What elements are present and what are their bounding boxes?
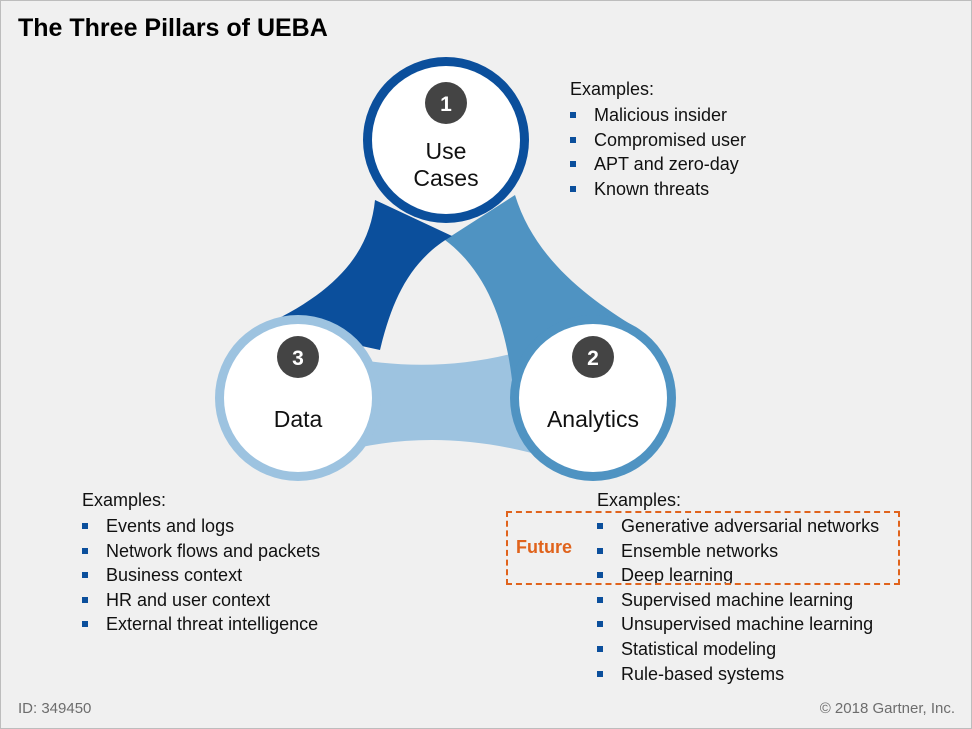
future-label: Future — [516, 537, 572, 557]
analytics-examples: Examples: Generative adversarial network… — [597, 488, 879, 686]
list-item: Statistical modeling — [597, 637, 879, 662]
bullet-icon — [597, 670, 603, 677]
page-title: The Three Pillars of UEBA — [18, 14, 328, 42]
pillar-use-cases-label-line2: Cases — [413, 165, 479, 191]
bullet-icon — [570, 161, 576, 168]
copyright: © 2018 Gartner, Inc. — [819, 700, 955, 717]
connector-usecases-data — [265, 200, 452, 350]
badge-3-number: 3 — [292, 347, 304, 370]
bullet-icon — [82, 547, 88, 554]
pillar-analytics-circle — [519, 324, 667, 472]
badge-2-number: 2 — [587, 347, 599, 370]
use-cases-examples: Examples: Malicious insider Compromised … — [570, 77, 746, 201]
bullet-icon — [597, 547, 603, 554]
future-highlight-box — [506, 511, 900, 585]
bullet-icon — [597, 645, 603, 652]
list-item: Known threats — [570, 177, 746, 202]
document-id: ID: 349450 — [18, 700, 92, 717]
pillar-data-circle — [224, 324, 372, 472]
list-item: APT and zero-day — [570, 152, 746, 177]
bullet-icon — [570, 185, 576, 192]
data-examples-heading: Examples: — [82, 490, 167, 510]
bullet-icon — [597, 523, 603, 529]
list-item: Malicious insider — [570, 103, 746, 128]
list-item: External threat intelligence — [82, 612, 320, 637]
list-item: Events and logs — [82, 514, 320, 539]
bullet-icon — [82, 596, 88, 603]
list-item: HR and user context — [82, 588, 320, 613]
badge-1-number: 1 — [440, 93, 452, 116]
bullet-icon — [570, 136, 576, 143]
list-item: Rule-based systems — [597, 662, 879, 687]
pillar-use-cases-label-line1: Use — [425, 138, 467, 164]
list-item: Business context — [82, 563, 320, 588]
bullet-icon — [597, 621, 603, 628]
list-item: Deep learning — [597, 563, 879, 588]
pillar-use-cases-label: Use Cases — [386, 138, 506, 192]
badge-2 — [572, 336, 614, 378]
list-item: Unsupervised machine learning — [597, 612, 879, 637]
pillar-data-label: Data — [273, 406, 323, 432]
data-examples: Examples: Events and logs Network flows … — [82, 488, 320, 637]
pillar-analytics-label: Analytics — [546, 406, 640, 432]
list-item: Network flows and packets — [82, 539, 320, 564]
bullet-icon — [597, 572, 603, 579]
pillar-use-cases-circle — [372, 66, 520, 214]
badge-3 — [277, 336, 319, 378]
bullet-icon — [597, 596, 603, 603]
bullet-icon — [82, 621, 88, 628]
list-item: Generative adversarial networks — [597, 514, 879, 539]
analytics-examples-heading: Examples: — [597, 490, 682, 510]
list-item: Ensemble networks — [597, 539, 879, 564]
bullet-icon — [570, 112, 576, 118]
bullet-icon — [82, 572, 88, 579]
use-cases-examples-heading: Examples: — [570, 79, 655, 99]
list-item: Compromised user — [570, 128, 746, 153]
badge-1 — [425, 82, 467, 124]
bullet-icon — [82, 523, 88, 529]
list-item: Supervised machine learning — [597, 588, 879, 613]
